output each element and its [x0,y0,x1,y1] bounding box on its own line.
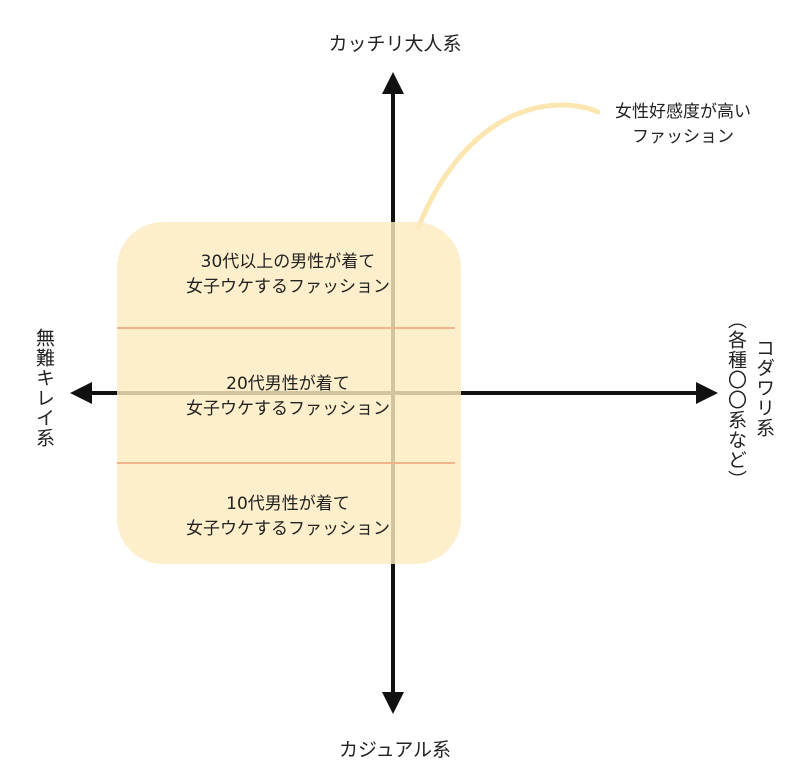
arrow-left-icon [70,382,92,404]
band-label-30s: 30代以上の男性が着て 女子ウケするファッション [118,250,458,300]
band-label-10s: 10代男性が着て 女子ウケするファッション [118,492,458,542]
axis-label-right: コダワリ系 [753,338,775,438]
band-20s-line-2: 女子ウケするファッション [186,399,390,419]
callout-line-2: ファッション [632,127,734,147]
band-30s-line-1: 30代以上の男性が着て [200,252,376,272]
band-30s-line-2: 女子ウケするファッション [186,277,390,297]
callout-curve [415,102,601,231]
target-region [117,222,461,564]
arrow-right-icon [696,382,718,404]
callout-line-1: 女性好感度が高い [615,102,751,122]
callout-label: 女性好感度が高い ファッション [598,100,768,150]
arrow-down-icon [382,692,404,714]
band-label-20s: 20代男性が着て 女子ウケするファッション [118,372,458,422]
axis-label-top: カッチリ大人系 [328,33,462,55]
axis-label-left: 無難キレイ系 [33,328,55,448]
band-10s-line-1: 10代男性が着て [226,494,350,514]
arrow-up-icon [382,72,404,94]
axis-label-bottom: カジュアル系 [338,739,452,761]
band-20s-line-1: 20代男性が着て [226,374,350,394]
axis-label-right-sub: （各種〇〇系など） [725,310,747,490]
band-10s-line-2: 女子ウケするファッション [186,519,390,539]
